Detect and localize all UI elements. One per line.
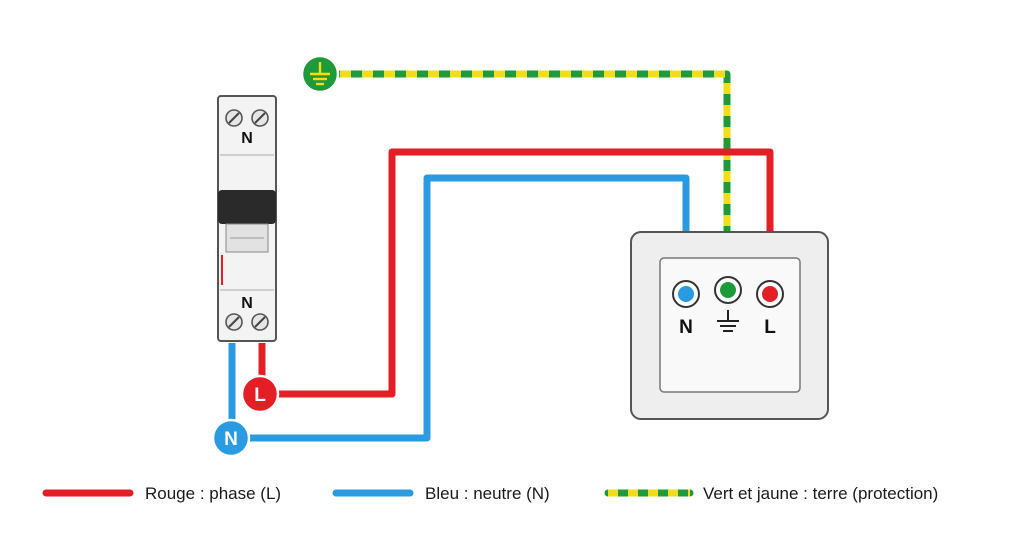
neutral-wire [228,174,690,442]
neutral-terminal [672,280,700,308]
legend-item-phase: Rouge : phase (L) [42,484,281,503]
legend-label-phase: Rouge : phase (L) [145,484,281,503]
legend-item-neutral: Bleu : neutre (N) [332,484,550,503]
breaker-bottom-label: N [241,295,253,312]
screw-icon [225,109,243,127]
earth-terminal [714,276,742,304]
legend: Rouge : phase (L) Bleu : neutre (N) Vert… [42,484,938,503]
legend-label-neutral: Bleu : neutre (N) [425,484,550,503]
screw-icon [225,313,243,331]
phase-badge-label: L [254,385,266,406]
wall-outlet: N L [630,231,829,420]
phase-badge: L [240,374,280,414]
neutral-badge: N [211,418,251,458]
screw-icon [251,109,269,127]
legend-item-earth: Vert et jaune : terre (protection) [604,484,938,503]
circuit-breaker: N N [217,95,277,342]
screw-icon [251,313,269,331]
breaker-toggle [218,190,276,224]
phase-terminal-label: L [764,317,776,338]
breaker-top-label: N [241,130,253,147]
earth-wire [318,70,731,284]
neutral-terminal-label: N [679,317,693,338]
neutral-badge-label: N [224,429,238,450]
earth-terminal-symbol [717,310,739,332]
phase-terminal [756,280,784,308]
legend-label-earth: Vert et jaune : terre (protection) [703,484,938,503]
earth-ground-icon [300,54,340,94]
